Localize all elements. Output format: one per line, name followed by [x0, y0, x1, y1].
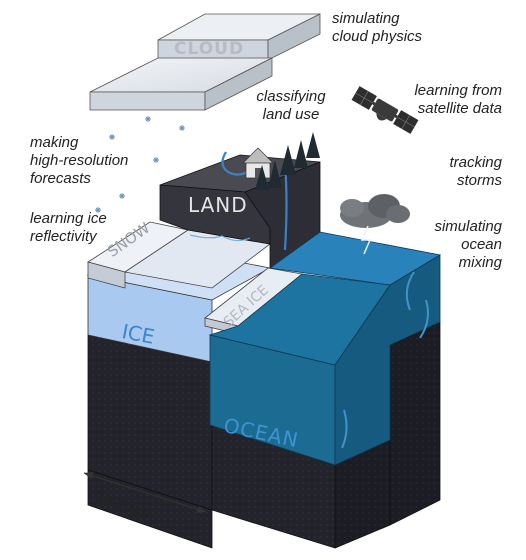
land-block: [159, 132, 321, 269]
label-classifying-land-use: classifying land use: [256, 88, 326, 123]
snowflake-icons: [95, 116, 185, 213]
cloud-label: CLOUD: [174, 39, 245, 59]
lower-left-block: [87, 334, 213, 549]
label-simulating-cloud-physics: simulating cloud physics: [332, 10, 423, 45]
snow-slab: [87, 221, 271, 289]
scale-arrow: [83, 472, 207, 513]
storm-cloud-icon: [340, 194, 410, 255]
label-making-high-resolution-forecasts: making high-resolution forecasts: [30, 134, 129, 187]
ice-label: ICE: [119, 319, 157, 349]
label-learning-from-satellite-data: learning from satellite data: [414, 82, 502, 117]
house-icon: [242, 147, 274, 179]
label-simulating-ocean-mixing: simulating ocean mixing: [434, 218, 502, 271]
cloud-layer: [89, 13, 321, 213]
mixing-arrows: [341, 271, 429, 449]
label-tracking-storms: tracking storms: [449, 154, 502, 189]
label-learning-ice-reflectivity: learning ice reflectivity: [30, 210, 107, 245]
tree-icons: [255, 132, 320, 190]
land-label: LAND: [188, 193, 248, 217]
satellite-icon: [351, 86, 419, 134]
ocean-block: [208, 231, 442, 466]
